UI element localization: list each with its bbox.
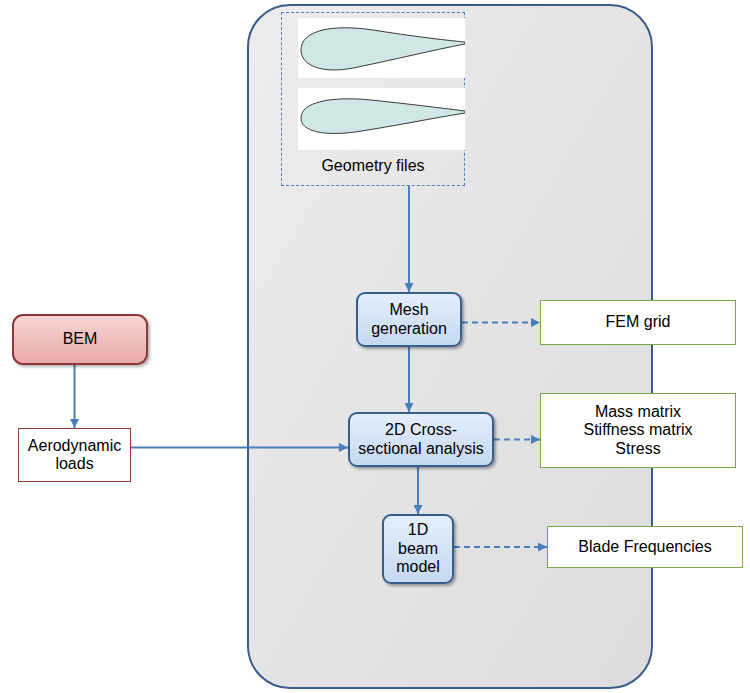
box-label: Stiffness matrix xyxy=(583,421,692,439)
output-box: Mass matrixStiffness matrixStress xyxy=(540,393,736,468)
image-ground xyxy=(298,18,465,78)
output-arrow xyxy=(454,546,547,548)
text-group: BEM xyxy=(63,330,98,348)
flow-arrow xyxy=(408,186,410,292)
text-group: FEM grid xyxy=(606,313,671,331)
box-label: Blade Frequencies xyxy=(578,538,711,556)
process-box: Mesh generation xyxy=(356,292,462,347)
text-group: Mass matrixStiffness matrixStress xyxy=(583,403,692,458)
flow-arrow xyxy=(408,347,410,412)
text-group: 1D beam model xyxy=(388,521,448,576)
text-group: Blade Frequencies xyxy=(578,538,711,556)
airfoil xyxy=(301,99,465,134)
box-label: Geometry files xyxy=(321,157,424,175)
box-label: Aerodynamic loads xyxy=(25,437,124,474)
box-label: Mass matrix xyxy=(595,403,681,421)
image-ground xyxy=(298,88,465,150)
box-label: Stress xyxy=(615,440,660,458)
data-box: Aerodynamic loads xyxy=(18,428,131,482)
output-box: FEM grid xyxy=(540,300,736,345)
process-box: 2D Cross-sectional analysis xyxy=(348,412,494,467)
text-group: Aerodynamic loads xyxy=(25,437,124,474)
flow-arrow xyxy=(417,467,419,514)
text-group: 2D Cross-sectional analysis xyxy=(354,421,488,458)
text-group: Mesh generation xyxy=(362,301,456,338)
output-box: Blade Frequencies xyxy=(547,526,743,568)
box-label: FEM grid xyxy=(606,313,671,331)
box-label: Mesh generation xyxy=(362,301,456,338)
input-files-box: Geometry files xyxy=(281,12,465,186)
output-arrow xyxy=(494,439,540,441)
box-label: BEM xyxy=(63,330,98,348)
box-label: 1D beam model xyxy=(388,521,448,576)
flow-arrow xyxy=(131,447,348,449)
output-arrow xyxy=(462,322,540,324)
box-label: 2D Cross-sectional analysis xyxy=(354,421,488,458)
process-box: BEM xyxy=(12,314,148,365)
process-box: 1D beam model xyxy=(382,514,454,584)
flow-arrow xyxy=(74,365,76,428)
airfoil xyxy=(301,28,465,70)
tool-container xyxy=(248,5,652,688)
text-group: Geometry files xyxy=(321,157,424,175)
